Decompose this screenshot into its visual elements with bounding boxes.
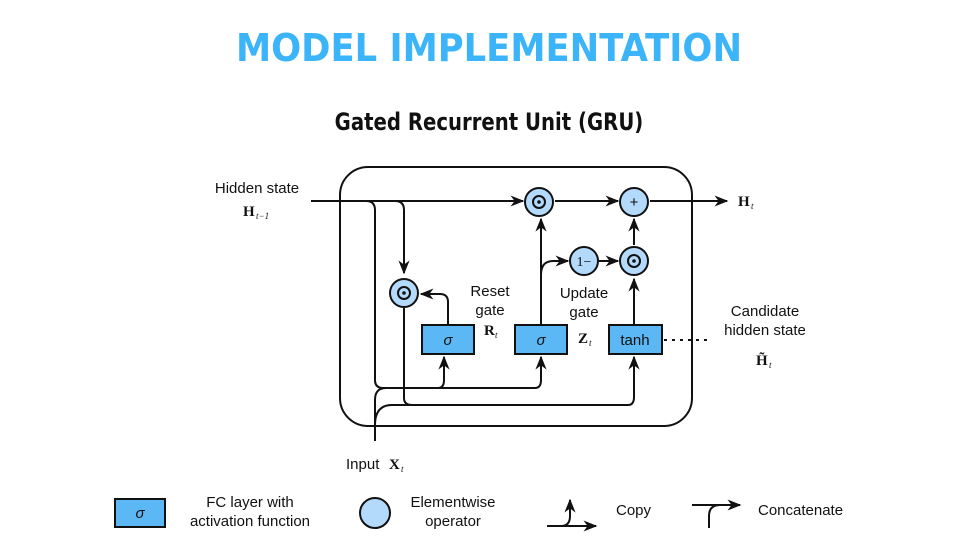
- legend-elementwise: Elementwise operator: [359, 494, 496, 530]
- update-gate-subscript: t: [589, 338, 592, 348]
- update-gate-symbol: Z: [578, 331, 588, 347]
- legend-elementwise-label-1: Elementwise: [410, 494, 495, 511]
- input-subscript: t: [401, 464, 404, 474]
- reset-gate-label-2: gate: [475, 302, 504, 319]
- legend-fc-label-2: activation function: [190, 513, 310, 530]
- legend-copy: Copy: [547, 498, 652, 532]
- legend-elementwise-label-2: operator: [425, 513, 481, 530]
- reset-gate-fc-layer: σ: [421, 324, 475, 355]
- plus-symbol: +: [630, 194, 639, 211]
- update-gate-to-one-minus-wire: [540, 255, 570, 276]
- update-gate-label-2: gate: [569, 304, 598, 321]
- input-label: Input: [346, 456, 380, 473]
- plus-operator: +: [619, 187, 649, 217]
- input-wire: [374, 387, 387, 441]
- diagram-subtitle: Gated Recurrent Unit (GRU): [334, 108, 644, 136]
- legend-fc-label-1: FC layer with: [206, 494, 294, 511]
- reset-hadamard-operator: [389, 278, 419, 308]
- hidden-state-subscript: t−1: [256, 211, 269, 221]
- output-symbol: H: [738, 194, 750, 210]
- legend-concatenate-label: Concatenate: [758, 502, 843, 519]
- reset-gate-activation: σ: [443, 332, 453, 349]
- output-subscript: t: [751, 201, 754, 211]
- reset-gate-subscript: t: [495, 330, 498, 340]
- reset-op-to-tanh-wire: [403, 308, 640, 406]
- update-gate-fc-layer: σ: [514, 324, 568, 355]
- main-title: MODEL IMPLEMENTATION: [235, 26, 743, 70]
- legend-fc-layer: σ FC layer with activation function: [114, 494, 310, 530]
- legend-fc-symbol: σ: [135, 505, 145, 522]
- candidate-symbol: H̃: [756, 352, 768, 369]
- reset-gate-symbol: R: [484, 323, 495, 339]
- legend: σ FC layer with activation function Elem…: [114, 494, 843, 532]
- candidate-subscript: t: [769, 360, 772, 370]
- gru-cell-boundary: [339, 166, 693, 427]
- update-gate-label-1: Update: [560, 285, 608, 302]
- legend-concatenate: Concatenate: [692, 499, 843, 528]
- hidden-concat-to-update: [438, 355, 547, 389]
- reset-gate-to-op-wire: [419, 288, 449, 324]
- lower-hadamard-operator: [619, 246, 649, 276]
- candidate-label-1: Candidate: [731, 303, 799, 320]
- hidden-state-label: Hidden state: [215, 180, 299, 197]
- candidate-label-2: hidden state: [724, 322, 806, 339]
- input-concat-to-tanh: [374, 404, 412, 426]
- candidate-activation: tanh: [620, 332, 649, 349]
- legend-copy-label: Copy: [616, 502, 652, 519]
- one-minus-operator: 1−: [569, 246, 599, 276]
- candidate-fc-layer: tanh: [608, 324, 663, 355]
- top-hadamard-operator: [524, 187, 554, 217]
- one-minus-symbol: 1−: [577, 255, 592, 270]
- hidden-copy-concat-1: [365, 200, 450, 389]
- update-gate-activation: σ: [536, 332, 546, 349]
- input-symbol: X: [389, 457, 400, 473]
- hidden-copy-to-reset-op: [394, 200, 410, 275]
- hidden-state-symbol: H: [243, 204, 255, 220]
- reset-gate-label-1: Reset: [470, 283, 510, 300]
